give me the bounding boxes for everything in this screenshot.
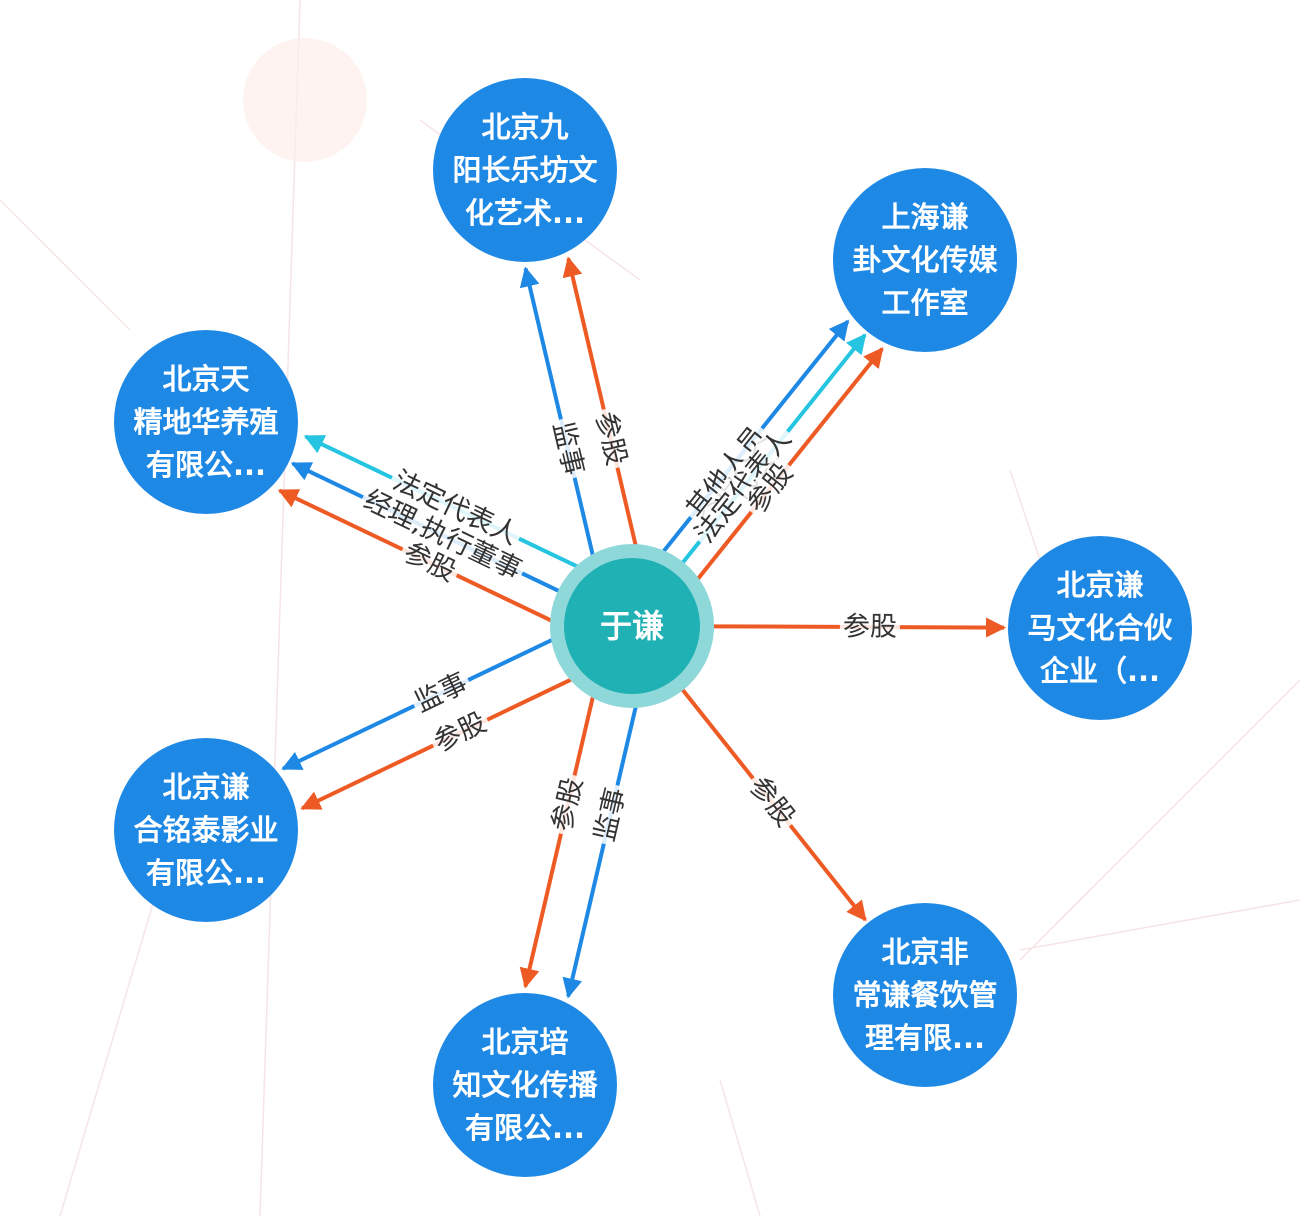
company-node-label-line: 有限公... [146, 448, 266, 482]
edge-label-background [587, 405, 634, 472]
company-node-label-line: 精地华养殖 [133, 405, 278, 439]
edge-label-background [407, 665, 476, 721]
company-node-circle [833, 168, 1017, 352]
edge-label-peizhi-0: 监事 [587, 781, 634, 848]
edge-jiuyang-role [519, 266, 596, 560]
edge-label-peizhi-1: 参股 [544, 771, 591, 838]
edge-label-background [839, 610, 900, 644]
company-node-label-line: 北京九 [481, 110, 568, 144]
edge-label-background [738, 454, 802, 523]
center-node-circle [564, 558, 700, 694]
company-node-jiuyang[interactable]: 北京九阳长乐坊文化艺术... [433, 78, 617, 262]
company-node-circle [114, 330, 298, 514]
edge-label-background [740, 768, 804, 836]
company-node-label-line: 工作室 [881, 286, 968, 320]
company-node-tianjing[interactable]: 北京天精地华养殖有限公... [114, 330, 298, 514]
company-node-feichang[interactable]: 北京非常谦餐饮管理有限... [833, 903, 1017, 1087]
company-node-label-line: 常谦餐饮管 [852, 978, 997, 1012]
edge-label-jiuyang-0: 监事 [544, 415, 591, 482]
edge-label-text: 监事 [547, 419, 590, 479]
company-node-peizhi[interactable]: 北京培知文化传播有限公... [433, 993, 617, 1177]
edge-label-background [587, 781, 634, 848]
company-node-label-line: 北京谦 [162, 770, 249, 804]
edge-label-feichang-0: 参股 [740, 768, 804, 836]
edge-label-text: 参股 [547, 775, 589, 835]
edge-label-background [355, 482, 530, 589]
edge-peizhi-role [562, 702, 639, 999]
company-node-label-line: 化艺术... [465, 196, 585, 230]
center-node[interactable]: 于谦 [550, 544, 714, 708]
company-node-label-line: 北京谦 [1056, 568, 1143, 602]
edges-layer: 监事参股其他人员法定代表人参股参股经理,执行董事法定代表人参股参股监事参股监事参… [277, 256, 1007, 999]
company-node-label-line: 有限公... [465, 1111, 585, 1145]
company-node-qianma[interactable]: 北京谦马文化合伙企业（... [1008, 536, 1192, 720]
background-faint-circle [243, 38, 367, 162]
edge-label-background [544, 771, 591, 838]
company-node-label-line: 企业（... [1040, 654, 1160, 688]
edge-label-qianma-0: 参股 [839, 610, 900, 644]
center-node-label: 于谦 [600, 607, 664, 645]
edge-peizhi-shareholding [519, 692, 596, 989]
company-node-circle [114, 738, 298, 922]
nodes-layer: 北京九阳长乐坊文化艺术...上海谦卦文化传媒工作室北京天精地华养殖有限公...北… [114, 78, 1192, 1177]
company-node-qianhe[interactable]: 北京谦合铭泰影业有限公... [114, 738, 298, 922]
company-node-label-line: 合铭泰影业 [133, 813, 278, 847]
company-node-label-line: 卦文化传媒 [852, 243, 998, 277]
edge-label-background [686, 421, 801, 552]
company-node-label-line: 北京天 [162, 362, 249, 396]
edge-label-text: 监事 [589, 785, 631, 845]
edge-label-text: 参股 [589, 409, 632, 469]
edge-label-text: 参股 [843, 611, 897, 642]
company-node-label-line: 北京非 [881, 935, 968, 969]
edge-label-background [395, 534, 464, 591]
company-node-label-line: 有限公... [146, 856, 266, 890]
edge-label-jiuyang-1: 参股 [587, 405, 634, 472]
company-node-circle [1008, 536, 1192, 720]
company-node-label-line: 知文化传播 [452, 1068, 598, 1102]
company-node-label-line: 马文化合伙 [1027, 611, 1173, 645]
edge-label-background [426, 704, 495, 761]
company-node-circle [433, 78, 617, 262]
company-node-label-line: 北京培 [481, 1025, 568, 1059]
company-node-label-line: 理有限... [865, 1021, 985, 1055]
company-node-label-line: 上海谦 [881, 200, 968, 234]
edge-jiuyang-shareholding [562, 256, 639, 550]
edge-label-background [677, 418, 775, 528]
company-node-label-line: 阳长乐坊文 [452, 153, 598, 187]
company-node-circle [833, 903, 1017, 1087]
company-node-circle [433, 993, 617, 1177]
edge-label-background [544, 415, 591, 482]
edge-label-background [384, 462, 527, 554]
